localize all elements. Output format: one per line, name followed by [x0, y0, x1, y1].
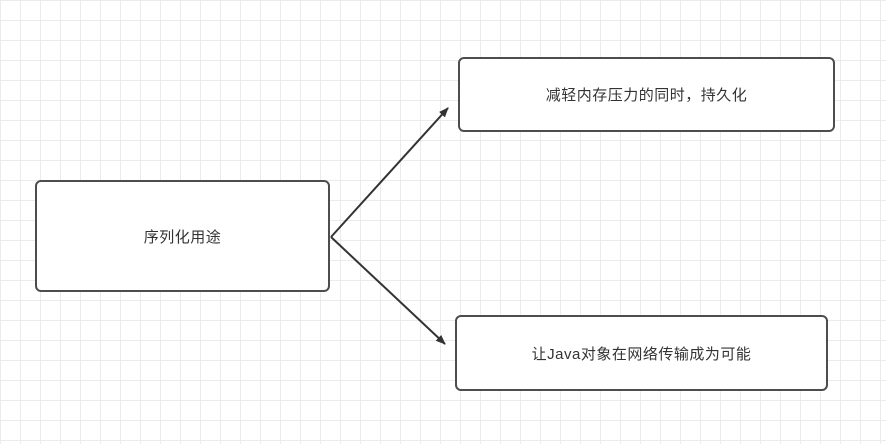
- node-serialization-purpose[interactable]: 序列化用途: [35, 180, 330, 292]
- node-memory-persistence[interactable]: 减轻内存压力的同时，持久化: [458, 57, 835, 132]
- node-network-transfer-label: 让Java对象在网络传输成为可能: [531, 345, 752, 363]
- edge-source-to-persistence[interactable]: [330, 107, 449, 238]
- node-serialization-purpose-label: 序列化用途: [143, 228, 222, 246]
- node-network-transfer[interactable]: 让Java对象在网络传输成为可能: [455, 315, 828, 391]
- node-memory-persistence-label: 减轻内存压力的同时，持久化: [545, 87, 748, 104]
- edge-source-to-network[interactable]: [330, 236, 446, 345]
